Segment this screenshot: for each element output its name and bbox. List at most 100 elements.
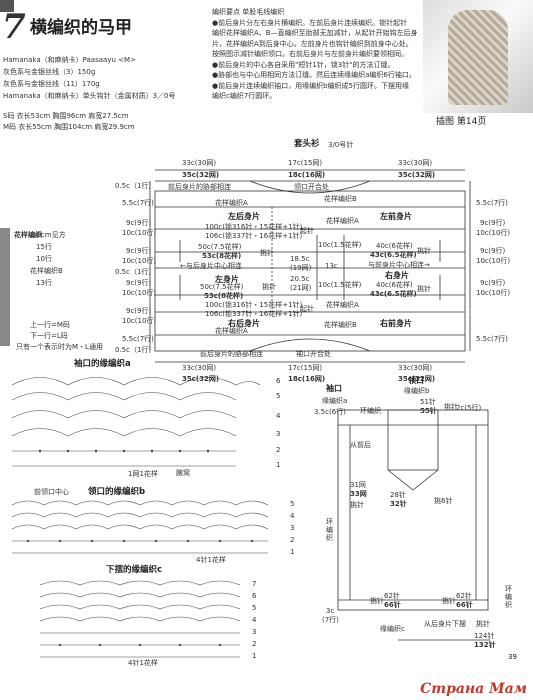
front-neck-center: 前领口中心 (34, 488, 69, 496)
pick-label: 挑针 (350, 501, 364, 509)
dim-bottom: 17c(15网) (288, 364, 323, 372)
edging-c-repeat: 4针1花样 (128, 659, 158, 667)
dim-label: (7行) (322, 616, 339, 624)
gauge-title: 花样编织 (14, 231, 42, 239)
rows-left: 5.5c(7行) (122, 335, 154, 343)
mid-detail: 18.5c (290, 255, 310, 263)
to-back-center: ←与后身片中心相连 (180, 262, 242, 270)
stitch-count: 132针 (474, 641, 496, 649)
mid-detail: 10c(1.5花样) (318, 281, 362, 289)
row-number: 2 (290, 536, 295, 544)
edge-b-label: 缘编织b (404, 387, 430, 395)
row-number: 6 (276, 377, 281, 385)
ring-label: 环编织 (505, 585, 512, 609)
rows-left: 0.5c（1行） (115, 268, 156, 276)
garment-photo (423, 0, 533, 113)
rows-right: 10c(10行) (476, 289, 511, 297)
rows-right: 10c(10行) (476, 257, 511, 265)
row-number: 5 (276, 392, 281, 400)
cast-detail: 50c(7.5花样) (200, 283, 244, 291)
edging-b-title: 领口的缘编织b (88, 487, 146, 497)
spec-line: Hamanaka（和麻纳卡）Paasaayu <M> (3, 56, 136, 64)
cast-detail: 53c(8花样) (204, 292, 244, 300)
rows-left: 0.5c（1行） (115, 182, 156, 190)
dim-label: 3.5c(6行) (314, 408, 346, 416)
cast-detail: 43c(6.5花样) (370, 290, 417, 298)
pick-label: 挑针 (370, 597, 384, 605)
dim-top: 17c(15网) (288, 159, 323, 167)
pattern-a: 花样编织A (215, 199, 248, 207)
left-back-label: 左后身片 (228, 212, 260, 221)
left-front-label: 左前身片 (380, 212, 412, 221)
pattern-b: 花样编织B (324, 321, 357, 329)
stitch-count: 66针 (456, 601, 473, 609)
rows-right: 9c(9行) (480, 279, 506, 287)
rows-left: 0.5c（1行） (115, 346, 156, 354)
cast-on-label: 起针 (300, 305, 314, 313)
schematic-title: 套头衫 (294, 139, 320, 149)
page-number: 39 (508, 653, 517, 661)
dim-bottom: 35c(32网) (182, 375, 220, 383)
edging-b-repeat: 4针1花样 (196, 556, 226, 564)
seam-label: 前后身片的胁部相连 (200, 350, 263, 358)
note-line: ●胁部也与中心用相同方法订缝。然后连续缘编织a编织6行袖口。 (212, 71, 416, 79)
edging-c-title: 下摆的缘编织c (106, 565, 163, 575)
cast-detail: 40c(6花样) (376, 242, 413, 250)
stitch-count: 62针 (456, 592, 472, 600)
edging-a-repeat: 1网1花样 (128, 470, 158, 478)
pattern-a: 花样编织A (326, 217, 359, 225)
decrease-label: 挑针 (417, 247, 431, 255)
right-body-label: 右身片 (385, 271, 409, 280)
decrease-label: 挑针 (262, 283, 276, 291)
rows-left: 5.5c(7行) (122, 199, 154, 207)
stitch-count: 32针 (390, 500, 407, 508)
note-line: 编织c编织7行圆环。 (212, 92, 277, 100)
rows-left: 9c(9行) (126, 279, 152, 287)
armpit-label: 腋窝 (176, 469, 190, 477)
gauge-item: 花样编织B (30, 267, 63, 275)
gauge-item: 10行 (36, 255, 52, 263)
row-number: 7 (252, 580, 257, 588)
cast-on-label: 起针 (300, 227, 314, 235)
rows-left: 9c(9行) (126, 219, 152, 227)
binding-shadow-2 (0, 228, 10, 346)
rows-left: 10c(10行) (122, 289, 157, 297)
armhole-title: 袖口 (326, 384, 342, 393)
right-front-label: 右前身片 (380, 319, 412, 328)
dim-top: 18c(16网) (288, 171, 326, 179)
net-count: 31网 (350, 481, 366, 489)
site-watermark: Страна Мам (420, 681, 527, 697)
row-number: 3 (252, 628, 257, 636)
dim-bottom: 35c(32网) (398, 375, 436, 383)
stitch-count: 124针 (474, 632, 495, 640)
size-note: 上一行=M码 (30, 321, 70, 329)
note-line: 按照图示减针编织领口。右前后身片与左前身片编织要领相同。 (212, 50, 408, 58)
dim-top: 35c(32网) (182, 171, 220, 179)
pick-label: 挑针 (444, 403, 458, 411)
right-back-label: 右后身片 (228, 319, 260, 328)
stitch-count: 51针 (420, 398, 436, 406)
dim-bottom: 33c(30网) (398, 364, 433, 372)
from-back: 从前后 (350, 441, 371, 449)
gauge-item: 13行 (36, 279, 52, 287)
pattern-a: 花样编织A (326, 301, 359, 309)
row-number: 4 (252, 616, 257, 624)
rows-left: 10c(10行) (122, 229, 157, 237)
row-number: 3 (276, 430, 281, 438)
vest-image (448, 10, 508, 105)
mid-detail: 13c (325, 262, 338, 270)
row-number: 4 (290, 512, 295, 520)
row-number: 4 (276, 412, 281, 420)
rows-left: 10c(10行) (122, 317, 157, 325)
note-line: ●前后身片连续编织袖口，用缘编织b编织成5行圆环。下摆用缘 (212, 81, 410, 90)
edge-a-label: 缘编织a (322, 397, 348, 405)
row-number: 1 (252, 652, 257, 660)
size-note: 只有一个表示时为M・L通用 (16, 343, 103, 351)
dim-bottom: 18c(16网) (288, 375, 326, 383)
cast-detail: 50c(7.5花样) (198, 243, 242, 251)
row-number: 3 (290, 524, 295, 532)
from-hem: 从后身片下摆 (424, 620, 466, 628)
cast-detail: 43c(6.5花样) (370, 251, 417, 259)
chapter-number: 7 (2, 7, 26, 47)
